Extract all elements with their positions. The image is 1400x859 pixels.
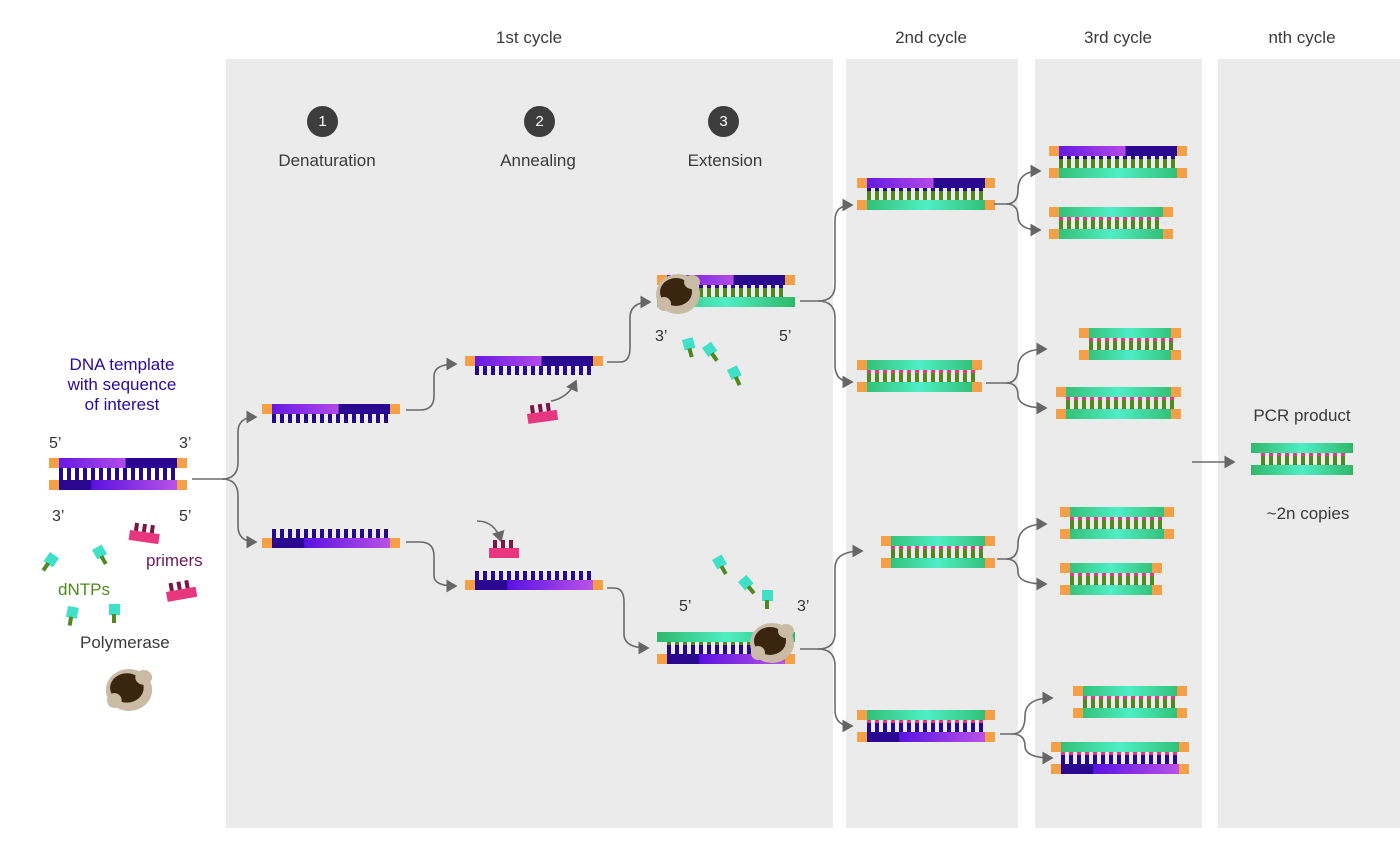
template-3-end-top: 3’ [179, 435, 192, 452]
template-label-line-3: of interest [84, 395, 160, 414]
step-3-label: Extension [687, 151, 763, 170]
arrow-denat-to-anneal-bottom [406, 541, 458, 593]
ext-dntp-5 [738, 574, 756, 595]
arrow-ext-bottom-to-c2-4 [817, 648, 854, 733]
step-2-label: Annealing [500, 151, 576, 170]
template-label: DNA template with sequence of interest [68, 355, 177, 415]
ext-dntp-2 [702, 341, 719, 362]
annealing-strand-top [465, 356, 603, 375]
cycle3-duplex-7-bottom [1073, 699, 1187, 718]
arrow-primer-bind-top [550, 379, 578, 402]
template-3-end-bottom: 3’ [52, 508, 65, 525]
polymerase-label: Polymerase [80, 633, 170, 652]
cycle-1-panel [226, 59, 833, 828]
arrow-c2-2-to-c3-3 [986, 342, 1048, 384]
cycle2-duplex-4-bottom [857, 723, 995, 742]
cycle2-duplex-3-bottom [881, 549, 995, 568]
ext-dntp-1 [682, 337, 696, 358]
cycle3-duplex-5-top [1060, 507, 1174, 526]
ext-bottom-5-end: 5’ [679, 598, 692, 615]
cycle-2-header: 2nd cycle [895, 28, 967, 47]
arrow-c2-3-to-c3-6 [1005, 558, 1048, 591]
polymerase-icon [105, 669, 153, 711]
cycle3-duplex-2-bottom [1049, 220, 1173, 239]
annealing-strand-bottom [465, 571, 603, 590]
dntp-piece-2 [92, 544, 108, 565]
arrow-ext-top-to-c2-1 [800, 198, 854, 302]
template-5-end-bottom: 5’ [179, 508, 192, 525]
arrow-anneal-to-ext-top [607, 295, 652, 363]
cycle2-duplex-2-bottom [857, 373, 982, 392]
cycle3-duplex-1-bottom [1049, 159, 1187, 178]
annealing-primer-bottom [489, 540, 519, 558]
ext-top-5-end: 5’ [779, 328, 792, 345]
cycle2-duplex-3-top [881, 536, 995, 555]
pcr-product-duplex-bottom [1251, 456, 1353, 475]
step-1-label: Denaturation [278, 151, 376, 170]
arrow-primer-bind-bottom [476, 520, 505, 543]
arrow-c2-3-to-c3-5 [997, 517, 1048, 560]
primer-piece-2 [166, 579, 198, 602]
template-label-line-1: DNA template [69, 355, 175, 374]
primer-piece-1 [128, 522, 160, 545]
copies-label: ~2n copies [1266, 504, 1350, 523]
arrow-c2-1-to-c3-1 [994, 164, 1042, 205]
cycle-3-header: 3rd cycle [1083, 28, 1153, 47]
denatured-strand-bottom [262, 529, 400, 548]
cycle3-duplex-4-bottom [1056, 400, 1181, 419]
step-3-badge: 3 [708, 106, 739, 137]
annealing-primer-top [527, 402, 559, 424]
dntp-piece-3 [66, 606, 79, 626]
cycle-n-header: nth cycle [1268, 28, 1336, 47]
arrow-c2-4-to-c3-7 [1000, 691, 1054, 735]
ext-dntp-3 [727, 365, 742, 386]
cycle-1-header: 1st cycle [495, 28, 563, 47]
arrow-anneal-to-ext-bottom [607, 587, 650, 655]
dntp-piece-4 [109, 604, 120, 623]
primers-label: primers [146, 551, 203, 570]
denatured-strand-top [262, 404, 400, 423]
template-5-end-top: 5’ [49, 435, 62, 452]
ext-bottom-3-end: 3’ [797, 598, 810, 615]
dntp-piece-1 [41, 552, 60, 572]
extension-polymerase-top [656, 274, 700, 314]
ext-dntp-4 [712, 554, 728, 575]
arrow-ext-top-to-c2-2 [817, 300, 854, 389]
arrow-template-to-bottom [221, 478, 258, 549]
template-dna-bottom [49, 471, 187, 490]
ext-top-3-end: 3’ [655, 328, 668, 345]
template-label-line-2: with sequence [67, 375, 177, 394]
dntps-label: dNTPs [58, 580, 110, 599]
arrow-c2-2-to-c3-4 [1005, 382, 1048, 415]
cycle2-duplex-1-bottom [857, 191, 995, 210]
cycle3-duplex-3-bottom [1079, 341, 1181, 360]
arrow-c2-1-to-c3-2 [1005, 203, 1042, 237]
cycle3-duplex-7-top [1073, 686, 1187, 705]
extension-polymerase-bottom [750, 623, 794, 663]
step-1-badge: 1 [307, 106, 338, 137]
cycle3-duplex-5-bottom [1060, 520, 1174, 539]
ext-dntp-6 [762, 590, 773, 609]
arrow-ext-bottom-to-c2-3 [800, 544, 864, 650]
arrow-c2-4-to-c3-8 [1011, 733, 1054, 765]
arrow-template-to-top [192, 410, 258, 480]
cycle3-duplex-6-bottom [1060, 576, 1162, 595]
pcr-product-label: PCR product [1253, 406, 1351, 425]
cycle3-duplex-8-bottom [1051, 755, 1189, 774]
arrow-denat-to-anneal-top [406, 357, 458, 411]
step-2-badge: 2 [524, 106, 555, 137]
